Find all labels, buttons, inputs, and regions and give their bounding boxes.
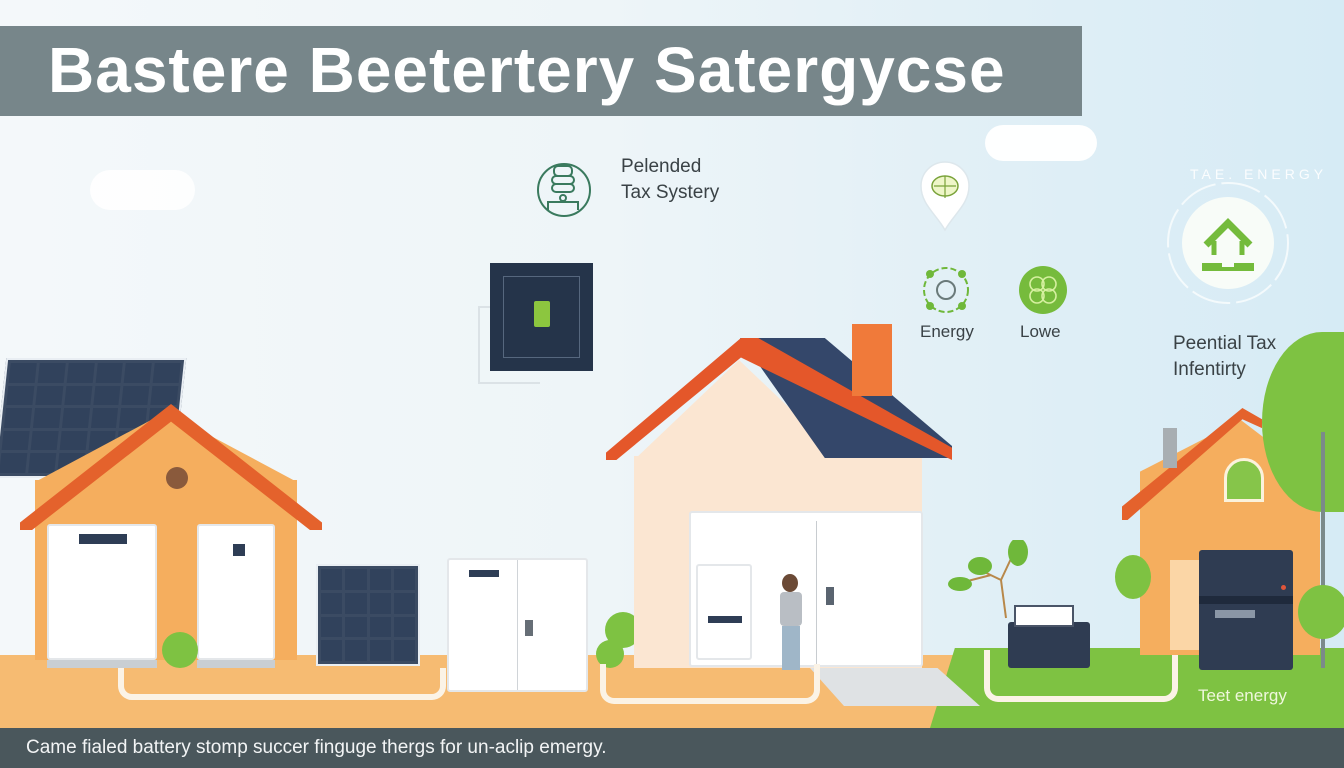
arched-window [1224, 458, 1264, 502]
energy-cycle-icon [918, 262, 974, 318]
energy-label: Energy [920, 322, 974, 341]
clover-icon [1018, 265, 1068, 315]
badge-arc-text: TAE. ENERGY [1190, 166, 1328, 182]
pipe [600, 664, 820, 704]
footer-caption: Came fialed battery stomp succer finguge… [26, 737, 607, 758]
footer-bar [0, 728, 1344, 768]
home-battery-unit [1199, 550, 1293, 670]
generator-unit [1008, 622, 1090, 668]
tree-trunk [1321, 432, 1325, 668]
shrub [162, 632, 198, 668]
tax-system-line-2: Tax Systery [621, 182, 720, 203]
lowe-label: Lowe [1020, 322, 1061, 341]
cloud [985, 125, 1097, 161]
shrub [596, 640, 624, 668]
battery-stack-icon [536, 152, 592, 218]
pipe [118, 668, 446, 700]
chimney-pipe [1163, 428, 1177, 468]
tax-system-line-1: Pelended [621, 156, 702, 177]
energy-badge [1160, 165, 1296, 305]
location-pin-leaf-icon [918, 158, 972, 232]
potential-tax-label: Peential Tax Infentirty [1173, 331, 1276, 383]
potential-tax-line-2: Infentirty [1173, 359, 1246, 380]
attic-vent-icon [166, 467, 188, 489]
potential-tax-line-1: Peential Tax [1173, 333, 1277, 354]
inverter-unit [696, 564, 752, 660]
chimney [852, 324, 892, 396]
page-title: Bastere Beetertery Satergycse [48, 34, 1006, 106]
cabinet-base [197, 660, 275, 668]
person-figure [774, 574, 808, 678]
cloud [90, 170, 195, 210]
green-battery-icon [534, 301, 550, 327]
wall-battery-unit [490, 263, 593, 371]
charger-unit [1014, 605, 1074, 627]
battery-cabinet [47, 524, 157, 660]
solar-panel-small [316, 564, 420, 666]
shrub [1115, 555, 1151, 599]
ground-label: Teet energy [1198, 686, 1287, 705]
sapling [946, 538, 1036, 620]
tax-system-label: Pelended Tax Systery [621, 154, 719, 206]
pipe [984, 650, 1178, 702]
cabinet-base [47, 660, 157, 668]
freestanding-battery-cabinet [447, 558, 588, 692]
inverter-cabinet [197, 524, 275, 660]
right-house-door [1170, 560, 1200, 650]
shrub [1298, 585, 1344, 639]
title-banner [0, 26, 1082, 116]
